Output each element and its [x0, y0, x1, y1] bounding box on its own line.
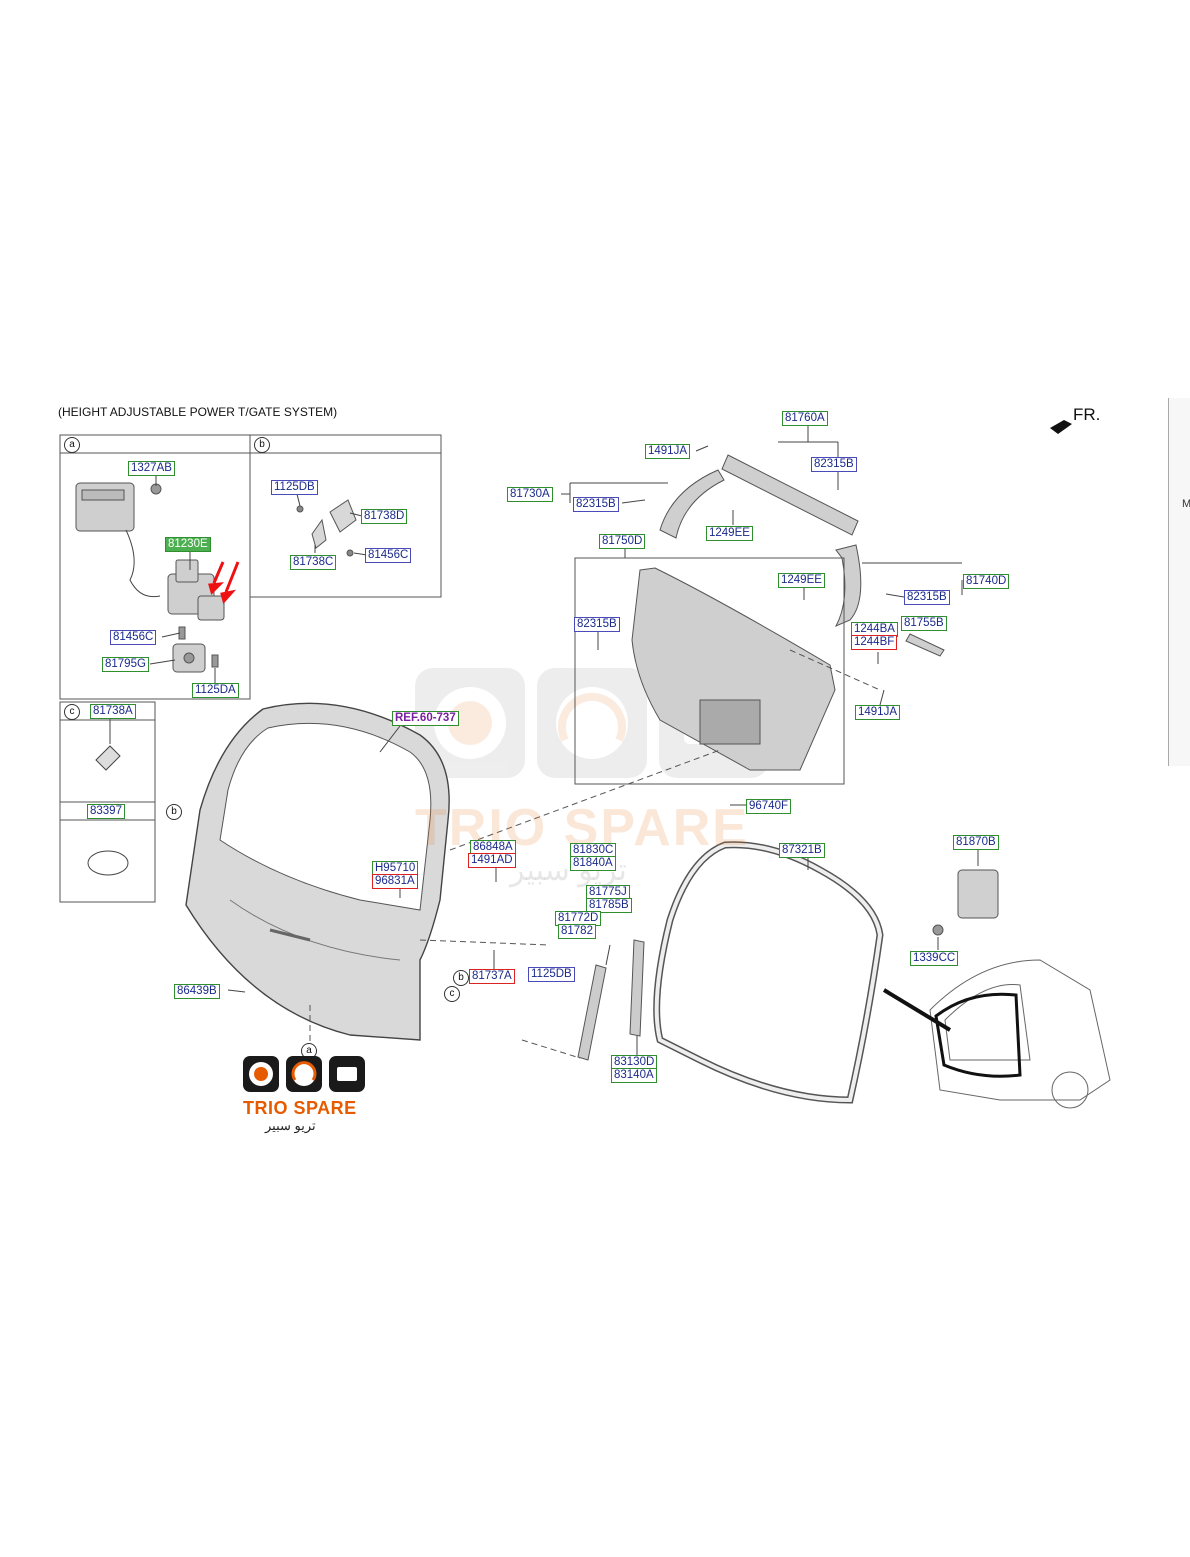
trio-spare-logo-icons [243, 1056, 365, 1092]
part-label-81840A[interactable]: 81840A [570, 856, 616, 871]
part-label-82315B-3[interactable]: 82315B [904, 590, 950, 605]
clip-and-grommet [87, 745, 129, 876]
part-label-1249EE-2[interactable]: 1249EE [778, 573, 825, 588]
sidebar-letter: M [1182, 498, 1190, 510]
part-label-1339CC[interactable]: 1339CC [910, 951, 959, 966]
part-label-81785B[interactable]: 81785B [586, 898, 632, 913]
part-label-81456C-b[interactable]: 81456C [365, 548, 412, 563]
part-label-82315B-1[interactable]: 82315B [811, 457, 857, 472]
callout-b-tag: b [166, 804, 182, 820]
part-label-81775J[interactable]: 81775J [586, 885, 630, 900]
panel-b-tag: b [254, 437, 270, 453]
part-label-81456C-a[interactable]: 81456C [110, 630, 157, 645]
part-label-81870B[interactable]: 81870B [953, 835, 999, 850]
part-label-83140A[interactable]: 83140A [611, 1068, 657, 1083]
brand-arabic: تريو سبير [265, 1118, 316, 1133]
part-label-82315B-2[interactable]: 82315B [573, 497, 619, 512]
leader-lines [109, 426, 979, 1055]
part-label-81782[interactable]: 81782 [558, 924, 596, 939]
part-label-81730A[interactable]: 81730A [507, 487, 553, 502]
part-label-1125DA[interactable]: 1125DA [192, 683, 239, 698]
inner-trim-panel [631, 567, 836, 771]
part-label-1249EE-1[interactable]: 1249EE [706, 526, 753, 541]
part-label-82315B-4[interactable]: 82315B [574, 617, 620, 632]
part-label-81740D[interactable]: 81740D [963, 574, 1010, 589]
strut-pieces [577, 939, 645, 1061]
part-label-1327AB[interactable]: 1327AB [128, 461, 175, 476]
part-label-1491JA-1[interactable]: 1491JA [645, 444, 691, 459]
callout-a-tag: a [301, 1043, 317, 1059]
control-module [932, 869, 999, 936]
brand-name: TRIO SPARE [243, 1098, 357, 1118]
panel-frames [59, 434, 845, 903]
part-label-1491AD[interactable]: 1491AD [468, 853, 516, 868]
part-label-81230E[interactable]: 81230E [165, 537, 211, 552]
diagram-title: (HEIGHT ADJUSTABLE POWER T/GATE SYSTEM) [58, 405, 338, 419]
actuator-assembly [75, 482, 225, 673]
part-label-1125DB-2[interactable]: 1125DB [528, 967, 575, 982]
red-arrow-icons [208, 561, 240, 605]
callout-b2-tag: b [453, 970, 469, 986]
weatherstrip [653, 841, 884, 1104]
part-label-86439B[interactable]: 86439B [174, 984, 220, 999]
callout-c-tag: c [444, 986, 460, 1002]
part-label-1491JA-2[interactable]: 1491JA [855, 705, 901, 720]
panel-c-tag: c [64, 704, 80, 720]
part-label-81738C[interactable]: 81738C [290, 555, 337, 570]
part-label-81772D[interactable]: 81772D [555, 911, 602, 926]
vehicle-rear-view [882, 959, 1111, 1109]
front-direction-label: FR. [1073, 405, 1101, 424]
stopper-assembly [296, 499, 357, 557]
explosion-lines [309, 649, 881, 1059]
part-label-83397[interactable]: 83397 [87, 804, 125, 819]
part-label-81738A[interactable]: 81738A [90, 704, 136, 719]
part-label-96740F[interactable]: 96740F [746, 799, 792, 814]
part-label-1244BF[interactable]: 1244BF [851, 635, 898, 650]
part-label-81738D[interactable]: 81738D [361, 509, 408, 524]
ref-label[interactable]: REF.60-737 [392, 711, 459, 726]
part-label-96831A[interactable]: 96831A [372, 874, 418, 889]
side-scroll-panel[interactable] [1168, 398, 1190, 766]
upper-trim-pieces [659, 454, 945, 657]
part-label-81755B[interactable]: 81755B [901, 616, 947, 631]
panel-a-tag: a [64, 437, 80, 453]
part-label-1125DB-b[interactable]: 1125DB [271, 480, 318, 495]
part-label-83130D[interactable]: 83130D [611, 1055, 658, 1070]
part-label-81795G[interactable]: 81795G [102, 657, 149, 672]
front-arrow-icon [1050, 420, 1072, 434]
part-label-87321B[interactable]: 87321B [779, 843, 825, 858]
part-label-81760A[interactable]: 81760A [782, 411, 828, 426]
part-label-81737A[interactable]: 81737A [469, 969, 515, 984]
part-label-81750D[interactable]: 81750D [599, 534, 646, 549]
